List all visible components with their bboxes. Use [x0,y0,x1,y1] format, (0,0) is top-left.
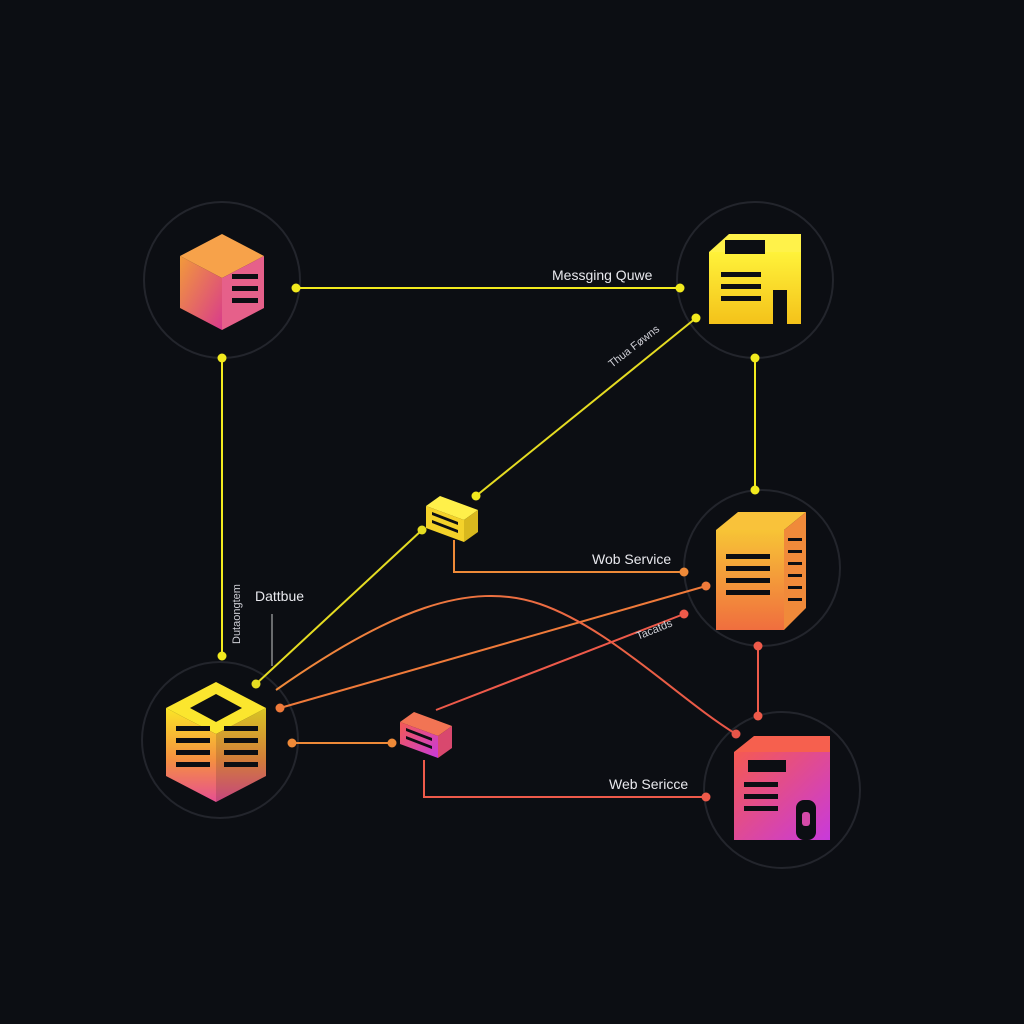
vent [176,726,210,731]
vent-slots [744,782,778,811]
label-messaging-queue: Messging Quwe [552,267,653,283]
side-fins [788,538,802,601]
dot [679,567,689,577]
vent [406,728,432,741]
ring-bottom-left [141,661,299,819]
cube-left [180,256,222,330]
dot [753,641,763,651]
fin [788,550,802,553]
server-icon[interactable] [734,736,830,840]
dot [701,581,711,591]
door-handle [802,812,810,826]
rack-side [784,512,806,630]
switch-icon[interactable] [426,496,478,542]
ring-bottom-right [703,711,861,869]
vent-slots [176,726,258,767]
vent [176,738,210,743]
dot [291,283,301,293]
dot [251,679,261,689]
vent [232,274,258,279]
dot [471,491,481,501]
vent [726,590,770,595]
vent-slots [232,274,258,303]
dot [217,651,227,661]
link-switch-bottomleft [255,529,423,685]
link-topright-switch [475,317,697,497]
dot [753,711,763,721]
dot [679,609,689,619]
link-curve [275,594,737,735]
box-slot [748,760,786,772]
db-top-inset [190,694,242,722]
vent [232,286,258,291]
vent [224,738,258,743]
label-vertical: Dutaongtem [231,584,243,644]
database-rack-icon[interactable] [166,682,266,802]
endpoints [217,283,763,802]
vent [744,794,778,799]
switch-top [426,496,478,520]
vent [176,762,210,767]
vent [224,726,258,731]
switch-icon[interactable] [400,712,452,758]
server-icon[interactable] [709,234,801,324]
vent [224,750,258,755]
dot [701,792,711,802]
dot [387,738,397,748]
vent [744,806,778,811]
box-slot [725,240,765,254]
dot [731,729,741,739]
label-web-service-upper: Wob Service [592,551,671,567]
box-top [734,736,830,752]
label-web-service-lower: Web Sericce [609,776,688,792]
connectors [221,287,759,798]
switch-top [400,712,452,736]
switch-side [438,726,452,758]
server-rack-icon[interactable] [716,512,806,630]
vent [432,512,458,525]
vent [726,554,770,559]
link-switch-webservice [453,540,684,573]
fin [788,562,802,565]
switch-side [464,510,478,542]
rack-top [716,512,806,530]
vent [176,750,210,755]
dot [750,485,760,495]
dot [675,283,685,293]
dot [217,353,227,363]
link-switch2-midright [435,613,685,711]
dot [287,738,297,748]
label-diagonal-upper: Thua Føwns [606,323,662,370]
vent [721,284,761,289]
fin [788,586,802,589]
fin [788,538,802,541]
link-bottomleft-midright [279,585,707,709]
dot [417,525,427,535]
vent [224,762,258,767]
vent-slots [432,512,458,533]
label-diagonal-lower: Tacatds [635,617,675,643]
vent [721,272,761,277]
dot [750,353,760,363]
vent [744,782,778,787]
vent [726,578,770,583]
fin [788,598,802,601]
server-icon[interactable] [180,234,264,330]
label-database: Dattbue [255,588,304,604]
dot [275,703,285,713]
link-switch2-webservice [423,760,706,798]
vent [721,296,761,301]
fin [788,574,802,577]
box-door [773,290,787,324]
vent-slots [726,554,770,595]
vent-slots [721,272,761,301]
vent [432,520,458,533]
dot [691,313,701,323]
vent [406,736,432,749]
vent [232,298,258,303]
vent-slots [406,728,432,749]
vent [726,566,770,571]
